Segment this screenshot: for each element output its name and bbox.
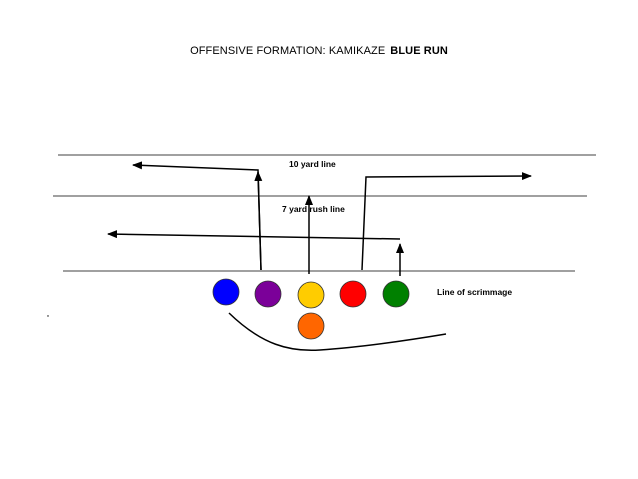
- page-title: OFFENSIVE FORMATION: KAMIKAZE BLUE RUN: [0, 45, 638, 57]
- player-red: [339, 280, 367, 308]
- ten-yard-label: 10 yard line: [289, 159, 336, 169]
- stray-dot: [47, 315, 49, 317]
- seven-yard-label: 7 yard rush line: [282, 204, 345, 214]
- player-purple: [254, 280, 282, 308]
- play-name: BLUE RUN: [390, 45, 448, 57]
- purple-route-arrow: [132, 161, 262, 271]
- scrimmage-label: Line of scrimmage: [437, 287, 512, 297]
- purple-route-stem-arrow: [254, 171, 263, 271]
- player-orange: [297, 312, 325, 340]
- formation-title: OFFENSIVE FORMATION: KAMIKAZE: [190, 45, 386, 57]
- red-route-arrow: [361, 172, 532, 271]
- green-left-route-arrow: [107, 230, 401, 240]
- blue-run-path: [228, 312, 447, 352]
- player-blue: [212, 278, 240, 306]
- player-green: [382, 280, 410, 308]
- player-yellow: [297, 281, 325, 309]
